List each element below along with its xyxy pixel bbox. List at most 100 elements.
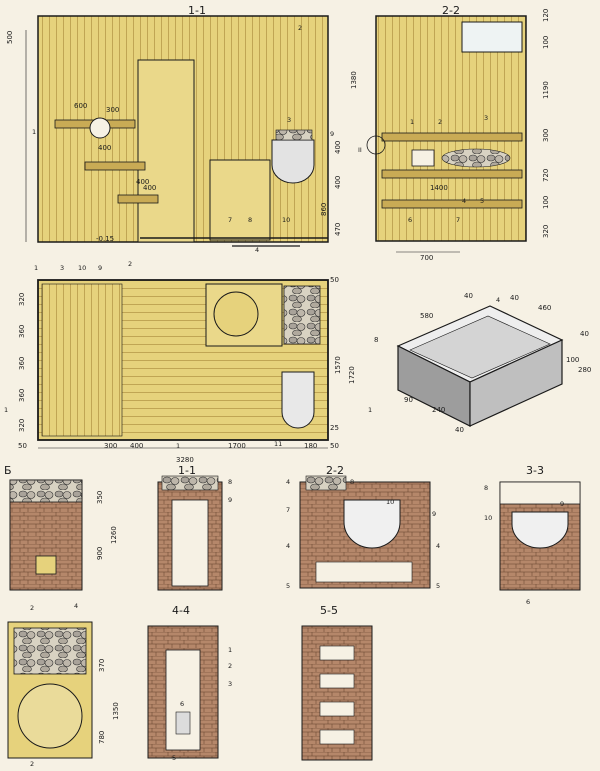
window-2-2	[461, 21, 523, 53]
callout-1-1-7: 7	[228, 216, 232, 224]
b-3-3-callout-6: 6	[526, 598, 530, 606]
bench-upper-2-2	[381, 132, 523, 142]
plan-callout-3: 3	[60, 264, 64, 272]
dim-360-b: 360	[18, 357, 26, 370]
bench-middle-2-2	[381, 169, 523, 179]
b-4-4-callout-6: 6	[180, 700, 184, 708]
dim-720: 720	[542, 169, 550, 182]
callout-1-1-8: 8	[248, 216, 252, 224]
dim-minus-015: -0.15	[96, 235, 114, 243]
plan-callout-10: 10	[78, 264, 86, 272]
plan-stones	[283, 285, 321, 345]
b-4-4-callout-3: 3	[228, 680, 232, 688]
stove-body-1-1	[209, 159, 271, 241]
plan-stove-lid	[213, 291, 259, 337]
tank-dim-40-d: 40	[455, 426, 464, 434]
callout-2-2-4: 4	[462, 197, 466, 205]
dim-50-c: 50	[330, 442, 339, 450]
bench-lower-2-2	[381, 199, 523, 209]
plan-cut-2: 2	[128, 260, 132, 268]
dim-860: 860	[320, 203, 328, 216]
stove-dim-1350: 1350	[112, 702, 120, 720]
b-5-5-slot-3	[319, 701, 355, 717]
tank-dim-40-a: 40	[464, 292, 473, 300]
b-5-5-slot-2	[319, 673, 355, 689]
b-3-3-top	[499, 481, 581, 505]
water-tank-1-1	[271, 139, 315, 184]
b-2-2-cut-5-b: 5	[436, 582, 440, 590]
b-1-1-callout-9: 9	[228, 496, 232, 504]
b-3-3-callout-9: 9	[560, 500, 564, 508]
dim-120: 120	[542, 9, 550, 22]
tank-side-face	[469, 339, 563, 427]
stove-dim-1260: 1260	[110, 526, 118, 544]
dim-1380: 1380	[350, 71, 358, 89]
dim-1400: 1400	[430, 184, 448, 192]
b-4-4-callout-1: 1	[228, 646, 232, 654]
b-2-2-callout-4: 4	[286, 478, 290, 486]
dim-320-2-2: 320	[542, 225, 550, 238]
b-4-4-callout-5: 5	[172, 754, 176, 762]
tank-inner	[409, 315, 551, 379]
tank-dim-580: 580	[420, 312, 433, 320]
dim-1190: 1190	[542, 81, 550, 99]
b-2-2-grate-chamber	[315, 561, 413, 583]
stove-details: Б 350 900 1260 1-1 8 9 2-2 4 7 8 10 9 4 …	[4, 464, 581, 768]
b-1-1-callout-8: 8	[228, 478, 232, 486]
b-5-5-slot-1	[319, 645, 355, 661]
stove-fire-door	[35, 555, 57, 575]
b-2-2-tank	[343, 499, 401, 549]
b-3-3-tank	[511, 511, 569, 549]
dim-400-b: 400	[143, 184, 156, 192]
stove-plan-cut-2-a: 2	[30, 604, 34, 612]
stove-dim-350: 350	[96, 491, 104, 504]
stove-plan-stones	[13, 627, 87, 675]
stove-dim-370: 370	[98, 659, 106, 672]
b-4-4-grate	[175, 711, 191, 735]
b-2-2-callout-8: 8	[350, 478, 354, 486]
plan-bench-area	[41, 283, 123, 437]
dim-400-e: 400	[136, 178, 149, 186]
callout-1-1-3: 3	[287, 116, 291, 124]
panel-b-label: Б	[4, 464, 12, 477]
tank-isometric: 4 580 460 40 40 40 40 100 280 240 90 8	[374, 292, 591, 434]
dim-360-a: 360	[18, 325, 26, 338]
b-1-1-stones	[161, 475, 219, 491]
dim-50-a: 50	[18, 442, 27, 450]
callout-2-2-7: 7	[456, 216, 460, 224]
stones-1-1	[275, 129, 313, 141]
callout-1-1-2: 2	[298, 24, 302, 32]
section-2-2: 2-2 II 1380 120 100 1190 300 720 100 320…	[350, 4, 550, 262]
dim-470: 470	[334, 223, 342, 236]
tank-dim-40-b: 40	[510, 294, 519, 302]
stove-elevation-top	[9, 479, 83, 503]
b-2-2-title: 2-2	[326, 464, 344, 477]
b-2-2-cut-5-a: 5	[286, 582, 290, 590]
vent-opening-1-1	[89, 117, 111, 139]
dim-1700: 1700	[228, 442, 246, 450]
tank-dim-40-c: 40	[580, 330, 589, 338]
b-2-2-cut-4-a: 4	[286, 542, 290, 550]
tank-dim-240: 240	[432, 406, 445, 414]
b-1-1-title: 1-1	[178, 464, 196, 477]
b-5-5-slot-4	[319, 729, 355, 745]
b-2-2-cut-4-b: 4	[436, 542, 440, 550]
stones-2-2	[441, 148, 511, 168]
callout-2-2-1: 1	[410, 118, 414, 126]
door-1-1	[137, 59, 195, 243]
tank-dim-8: 8	[374, 336, 378, 344]
plan-cut-1-c: 1	[368, 406, 372, 414]
stove-dim-900: 900	[96, 547, 104, 560]
callout-2-2-6: 6	[408, 216, 412, 224]
plan-cut-1-b: 1	[176, 442, 180, 450]
dim-500: 500	[6, 31, 14, 44]
dim-50-b: 50	[330, 276, 339, 284]
tank-dim-90: 90	[404, 396, 413, 404]
dim-300-plan: 300	[104, 442, 117, 450]
dim-400-a: 400	[98, 144, 111, 152]
dim-100-a: 100	[542, 36, 550, 49]
stove-dim-780: 780	[98, 731, 106, 744]
b-2-2-callout-7: 7	[286, 506, 290, 514]
b-2-2-callout-10: 10	[386, 498, 394, 506]
